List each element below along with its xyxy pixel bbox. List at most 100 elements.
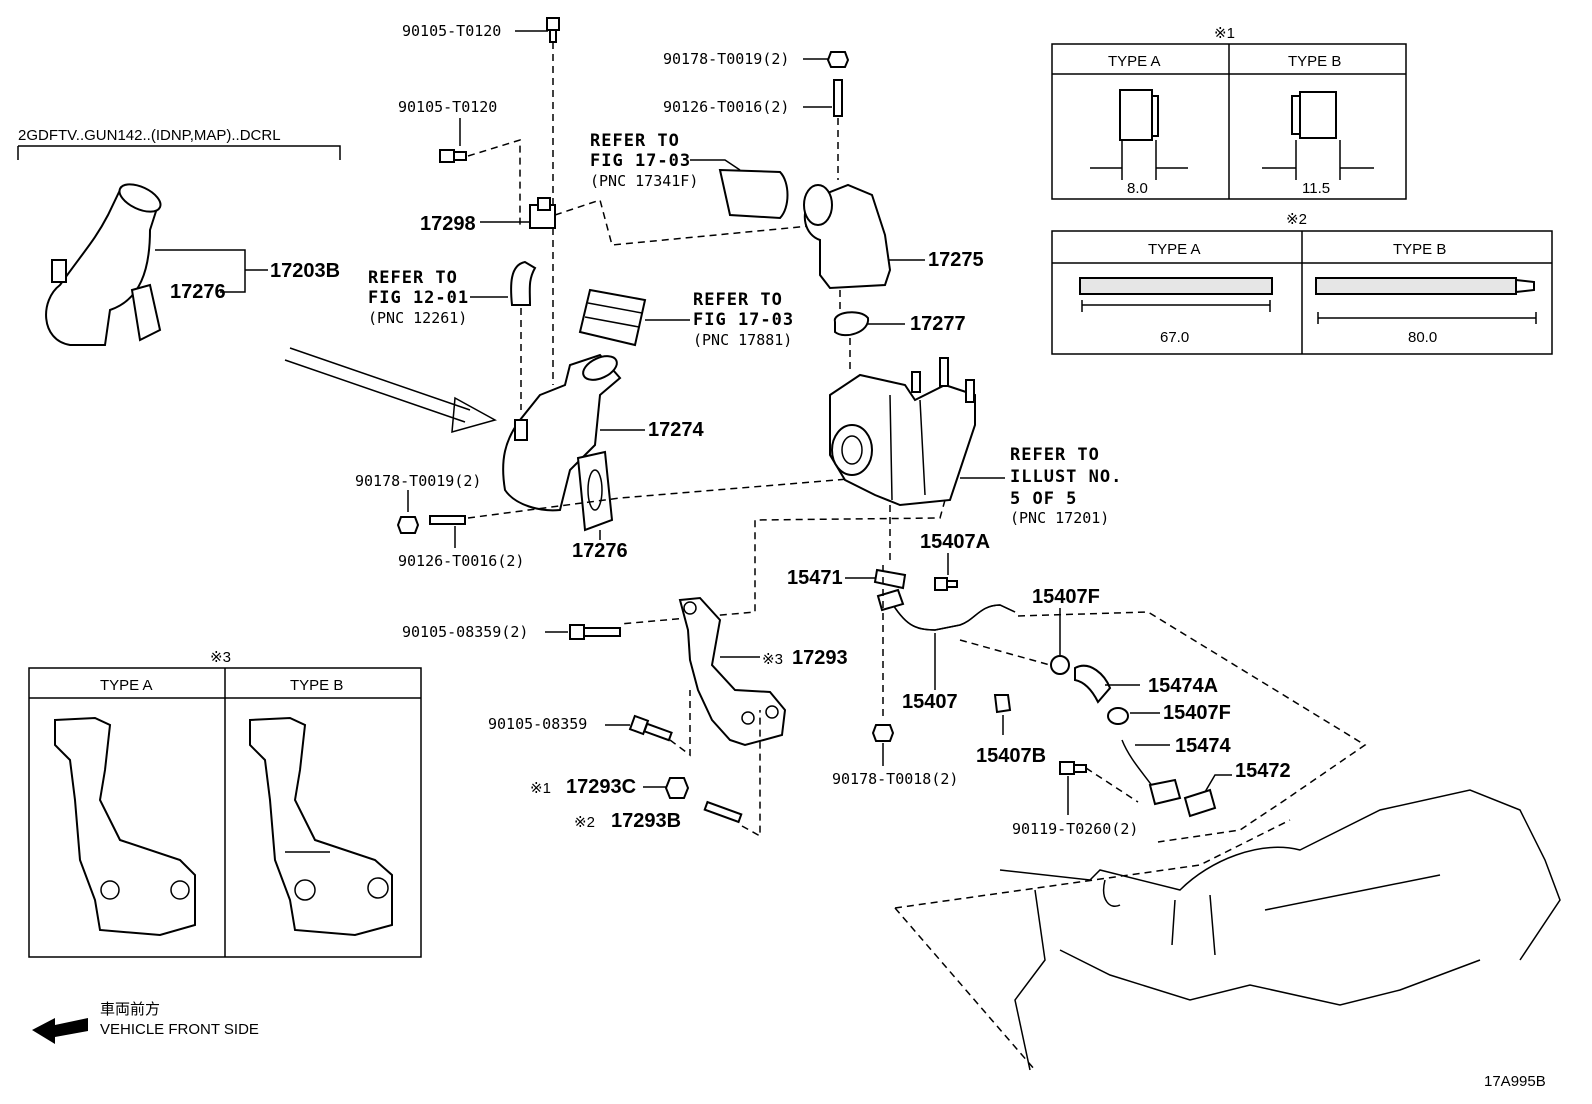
elbow-assembly-drawing	[45, 183, 162, 346]
ref-fig1703b-l1: REFER TO	[693, 290, 783, 310]
bracket-17298	[529, 197, 556, 229]
label-90105-T0120-top: 90105-T0120	[402, 22, 501, 40]
ref-fig1201-l1: REFER TO	[368, 268, 458, 288]
table-3: ※3 TYPE A TYPE B	[28, 649, 422, 958]
bolt-15407A	[934, 577, 948, 591]
table2-type-a: TYPE A	[1148, 241, 1201, 258]
nut-17293C	[664, 777, 690, 799]
label-15407F-top: 15407F	[1032, 586, 1100, 608]
ref-illust5-l2: ILLUST NO.	[1010, 467, 1122, 487]
ref-fig1703b-l3: (PNC 17881)	[693, 331, 792, 349]
ref-fig1201-l3: (PNC 12261)	[368, 309, 467, 327]
nut-mid	[396, 516, 420, 534]
label-15407A: 15407A	[920, 531, 990, 553]
table1-type-b: TYPE B	[1288, 53, 1341, 70]
table2-dim-b: 80.0	[1408, 329, 1437, 346]
bolt-90105-08359	[628, 714, 673, 742]
mark-17293C: ※1	[530, 780, 551, 797]
table-2: ※2 TYPE A TYPE B 67.0 80.0	[1051, 211, 1553, 355]
outlet-elbow-17275	[803, 183, 892, 290]
label-17203B: 17203B	[270, 260, 340, 282]
label-17277: 17277	[910, 313, 966, 335]
table1-mark: ※1	[1214, 25, 1235, 42]
model-label: 2GDFTV..GUN142..(IDNP,MAP)..DCRL	[18, 127, 281, 144]
gasket-17277	[833, 311, 870, 337]
inlet-elbow-17274	[502, 353, 622, 512]
front-side-jp: 車両前方	[100, 1001, 160, 1018]
label-17293C: 17293C	[566, 776, 636, 798]
bolt-90105-08359-2	[569, 624, 621, 640]
bolt-15407B	[993, 694, 1012, 714]
bolt-mid	[439, 149, 467, 163]
table3-type-a: TYPE A	[100, 677, 153, 694]
label-90119-T0260: 90119-T0260(2)	[1012, 820, 1138, 838]
table-1: ※1 TYPE A TYPE B 8.0 11.5	[1051, 25, 1407, 200]
bracket-17293	[678, 596, 787, 747]
label-17276-mid: 17276	[572, 540, 628, 562]
clamp-15407F-top	[1050, 655, 1070, 675]
bolt-90119-T0260	[1059, 761, 1075, 775]
bolt-top	[546, 17, 560, 43]
label-15472: 15472	[1235, 760, 1291, 782]
label-90178-T0019-top: 90178-T0019(2)	[663, 50, 789, 68]
table2-dim-a: 67.0	[1160, 329, 1189, 346]
turbocharger	[829, 357, 976, 507]
clamp-15407F-mid	[1107, 707, 1129, 725]
pipe-15474	[1121, 739, 1156, 791]
label-90126-T0016-mid: 90126-T0016(2)	[398, 552, 524, 570]
ref-fig1201-l2: FIG 12-01	[368, 288, 469, 308]
hose-upper	[718, 168, 789, 220]
table1-type-a: TYPE A	[1108, 53, 1161, 70]
label-90178-T0019-mid: 90178-T0019(2)	[355, 472, 481, 490]
label-15471: 15471	[787, 567, 843, 589]
stud-17293B	[703, 800, 743, 824]
table3-type-b: TYPE B	[290, 677, 343, 694]
label-15474A: 15474A	[1148, 675, 1218, 697]
ref-illust5-l4: (PNC 17201)	[1010, 509, 1109, 527]
label-15407B: 15407B	[976, 745, 1046, 767]
label-17276-left: 17276	[170, 281, 226, 303]
mark-17293B: ※2	[574, 814, 595, 831]
small-hose	[510, 260, 537, 306]
front-side-en: VEHICLE FRONT SIDE	[100, 1021, 259, 1038]
ref-fig1703b-l2: FIG 17-03	[693, 310, 794, 330]
label-17293: 17293	[792, 647, 848, 669]
label-90105-08359: 90105-08359	[488, 715, 587, 733]
stud-mid	[429, 515, 466, 525]
label-17275: 17275	[928, 249, 984, 271]
ref-fig1703a-l3: (PNC 17341F)	[590, 172, 698, 190]
label-15407: 15407	[902, 691, 958, 713]
ref-fig1703a-l1: REFER TO	[590, 131, 680, 151]
table2-type-b: TYPE B	[1393, 241, 1446, 258]
ref-illust5-l1: REFER TO	[1010, 445, 1100, 465]
table3-mark: ※3	[210, 649, 231, 666]
table1-dim-a: 8.0	[1127, 180, 1148, 197]
label-90105-T0120-mid: 90105-T0120	[398, 98, 497, 116]
engine-block-outline	[894, 789, 1561, 1071]
label-17274: 17274	[648, 419, 704, 441]
label-15474: 15474	[1175, 735, 1231, 757]
model-bracket	[17, 145, 341, 160]
oil-pipe-15407	[876, 588, 1016, 631]
gasket-15471	[873, 568, 907, 590]
label-90178-T0018: 90178-T0018(2)	[832, 770, 958, 788]
gasket-15472	[1183, 788, 1217, 818]
table2-mark: ※2	[1286, 211, 1307, 228]
label-17293B: 17293B	[611, 810, 681, 832]
mark-17293: ※3	[762, 651, 783, 668]
ref-illust5-l3: 5 OF 5	[1010, 489, 1077, 509]
nut-90178-T0018	[871, 724, 895, 742]
pointer-arrow	[284, 347, 497, 434]
table1-dim-b: 11.5	[1302, 180, 1330, 197]
label-15407F-mid: 15407F	[1163, 702, 1231, 724]
gasket-17276-mid	[576, 450, 614, 532]
nut-top	[826, 51, 850, 68]
front-arrow-icon	[32, 1018, 88, 1044]
stud-top	[833, 79, 843, 117]
bellows-hose	[578, 288, 647, 347]
label-17298: 17298	[420, 213, 476, 235]
diagram-code: 17A995B	[1484, 1073, 1546, 1090]
hose-15474A	[1074, 664, 1112, 704]
label-90105-08359-2: 90105-08359(2)	[402, 623, 528, 641]
